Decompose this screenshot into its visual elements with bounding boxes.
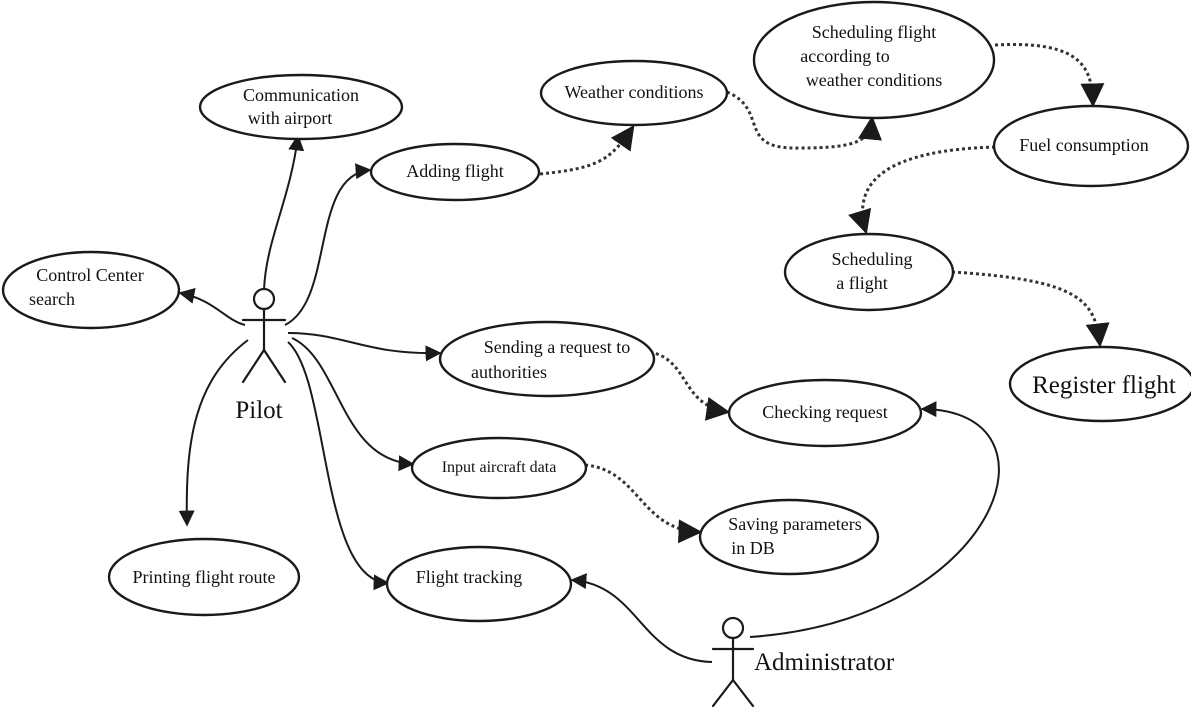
assoc-pilot-sending-request — [287, 332, 442, 362]
assoc-admin-flight-tracking — [570, 573, 713, 663]
use-case-scheduling-flight-weather[interactable]: Scheduling flight according to weather c… — [752, 0, 996, 120]
use-case-saving-parameters[interactable]: Saving parameters in DB — [698, 498, 880, 576]
assoc-pilot-adding-flight — [284, 163, 372, 326]
actor-pilot[interactable]: Pilot — [235, 287, 287, 424]
use-case-label: Scheduling — [832, 249, 913, 269]
use-case-sending-request[interactable]: Sending a request to authorities — [438, 320, 656, 398]
use-case-adding-flight[interactable]: Adding flight — [369, 142, 541, 202]
dependency-lines — [539, 42, 1110, 544]
use-case-label: Adding flight — [406, 161, 504, 181]
assoc-pilot-input-aircraft — [291, 337, 415, 472]
dep-input-saving — [584, 463, 703, 544]
use-cases: Communication with airport Control Cente… — [1, 0, 1191, 623]
actor-head-icon — [252, 287, 276, 311]
assoc-pilot-printing-route — [178, 339, 249, 527]
actor-administrator[interactable]: Administrator — [711, 616, 895, 707]
use-case-label: weather conditions — [806, 70, 942, 90]
use-case-label: Control Center — [36, 265, 143, 285]
use-case-printing-flight-route[interactable]: Printing flight route — [107, 537, 301, 617]
dep-adding-weather — [539, 125, 635, 176]
use-case-label: Fuel consumption — [1019, 135, 1149, 155]
assoc-pilot-control-center — [178, 287, 246, 326]
use-case-label: Input aircraft data — [442, 459, 557, 476]
use-case-label: Printing flight route — [133, 567, 276, 587]
use-case-control-center-search[interactable]: Control Center search — [1, 250, 181, 330]
use-case-label: Checking request — [762, 402, 887, 422]
actor-label: Administrator — [754, 649, 895, 676]
actor-label: Pilot — [235, 397, 282, 424]
use-case-label: Scheduling flight — [812, 22, 937, 42]
use-case-label: according to — [800, 46, 889, 66]
actor-head-icon — [721, 616, 745, 640]
use-case-label: Sending a request to — [484, 337, 630, 357]
use-case-input-aircraft-data[interactable]: Input aircraft data — [410, 436, 588, 500]
use-case-flight-tracking[interactable]: Flight tracking — [385, 545, 573, 623]
use-case-label: search — [29, 289, 75, 309]
dep-sending-checking — [649, 350, 731, 421]
use-case-label: authorities — [471, 362, 547, 382]
use-case-label: Communication — [243, 85, 359, 105]
assoc-pilot-communication — [263, 134, 305, 291]
use-case-label: Saving parameters — [728, 514, 861, 534]
use-case-label: in DB — [731, 538, 775, 558]
assoc-admin-checking-request — [749, 401, 1000, 638]
use-case-communication-with-airport[interactable]: Communication with airport — [198, 73, 404, 141]
use-case-label: Weather conditions — [564, 82, 703, 102]
assoc-pilot-flight-tracking — [287, 341, 390, 591]
use-case-weather-conditions[interactable]: Weather conditions — [539, 59, 729, 127]
dep-scheduling-weather-fuel — [994, 42, 1105, 108]
use-case-label: with airport — [248, 108, 332, 128]
use-case-label: a flight — [836, 273, 888, 293]
use-case-scheduling-a-flight[interactable]: Scheduling a flight — [783, 232, 955, 312]
use-case-register-flight[interactable]: Register flight — [1008, 345, 1191, 423]
dep-fuel-scheduling — [848, 145, 996, 235]
use-case-label: Flight tracking — [416, 567, 523, 587]
use-case-checking-request[interactable]: Checking request — [727, 378, 923, 448]
association-lines — [178, 134, 1000, 663]
use-case-fuel-consumption[interactable]: Fuel consumption — [992, 104, 1190, 188]
use-case-label: Register flight — [1032, 372, 1176, 399]
dep-scheduling-register — [951, 270, 1110, 348]
